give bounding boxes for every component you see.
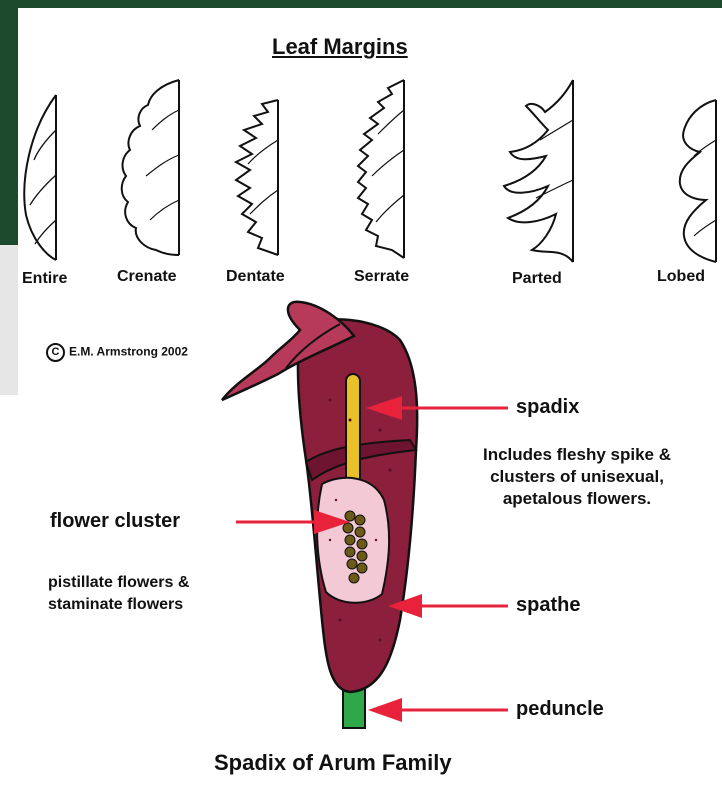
leaf-lobed-drawing bbox=[680, 100, 716, 262]
label-flowers-description: pistillate flowers & staminate flowers bbox=[48, 572, 189, 616]
label-peduncle: peduncle bbox=[516, 698, 604, 721]
leaf-serrate-drawing bbox=[358, 80, 404, 258]
leaf-dentate-drawing bbox=[236, 100, 278, 255]
spadix-desc-line-2: clusters of unisexual, bbox=[432, 466, 722, 488]
label-spadix: spadix bbox=[516, 396, 579, 419]
diagram-caption: Spadix of Arum Family bbox=[214, 750, 452, 776]
margin-label-lobed: Lobed bbox=[657, 268, 705, 286]
copyright-notice: C E.M. Armstrong 2002 bbox=[46, 343, 188, 362]
label-flower-cluster: flower cluster bbox=[50, 510, 180, 533]
copyright-text: E.M. Armstrong 2002 bbox=[69, 345, 188, 359]
margin-label-parted: Parted bbox=[512, 270, 562, 288]
spadix-drawing bbox=[346, 374, 360, 492]
label-spadix-description: Includes fleshy spike & clusters of unis… bbox=[432, 444, 722, 510]
spadix-desc-line-3: apetalous flowers. bbox=[432, 488, 722, 510]
label-spathe: spathe bbox=[516, 594, 580, 617]
copyright-symbol: C bbox=[46, 343, 65, 362]
margin-label-entire: Entire bbox=[22, 270, 67, 288]
spadix-desc-line-1: Includes fleshy spike & bbox=[432, 444, 722, 466]
leaf-entire-drawing bbox=[24, 95, 56, 260]
flowers-desc-line-2: staminate flowers bbox=[48, 594, 189, 616]
flowers-desc-line-1: pistillate flowers & bbox=[48, 572, 189, 594]
peduncle-arrow bbox=[368, 698, 508, 722]
leaf-crenate-drawing bbox=[122, 80, 179, 255]
margin-label-serrate: Serrate bbox=[354, 268, 409, 286]
leaf-parted-drawing bbox=[504, 80, 573, 262]
spathe-arrow bbox=[388, 594, 508, 618]
margin-label-crenate: Crenate bbox=[117, 268, 177, 286]
margin-label-dentate: Dentate bbox=[226, 268, 285, 286]
